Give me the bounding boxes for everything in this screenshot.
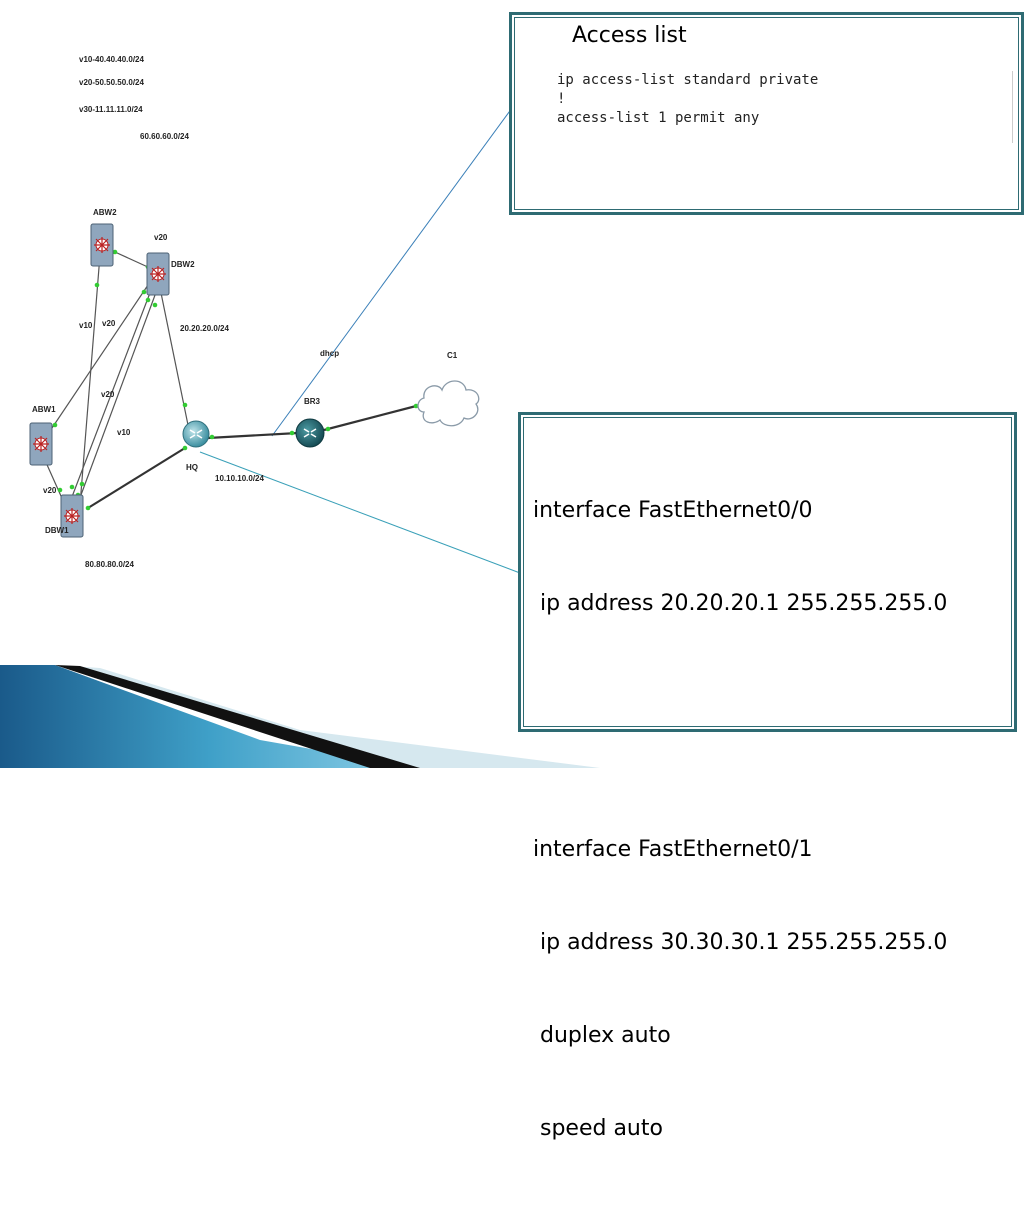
device-label-br3: BR3 [304,397,321,406]
device-label-abw1: ABW1 [32,405,56,414]
iface0-line-1: interface FastEthernet0/0 [533,498,813,523]
router-hq-icon[interactable] [182,420,210,448]
cloud-c1-icon[interactable] [417,380,480,427]
device-label-c1: C1 [447,351,458,360]
vlan-note-3: v30-11.11.11.0/24 [79,105,143,114]
callout-line-acl [271,107,513,437]
iface0-line-2: ip address 20.20.20.1 255.255.255.0 [533,591,948,616]
decorative-band [0,665,600,768]
vlan-note-1: v10-40.40.40.0/24 [79,55,144,64]
interface-config-panel: interface FastEthernet0/0 ip address 20.… [518,412,1017,1141]
callout-line-interface [199,451,521,574]
subnet-top-label: 60.60.60.0/24 [140,132,189,141]
interface-config-text: interface FastEthernet0/0 ip address 20.… [533,433,947,1206]
subnet-label-dbw1: 80.80.80.0/24 [85,560,134,569]
access-list-panel: Access list ip access-list standard priv… [509,12,1024,215]
switch-abw2-icon[interactable] [90,223,114,267]
link-label-dhcp: dhcp [320,349,339,358]
link-label-v20-a: v20 [102,319,116,328]
iface1-line-2: ip address 30.30.30.1 255.255.255.0 [533,930,948,955]
switch-dbw2-icon[interactable] [146,252,170,296]
link-label-v10-b: v10 [117,428,131,437]
acl-line-1: ip access-list standard private [557,72,819,88]
acl-line-3: access-list 1 permit any [557,110,760,126]
access-list-title: Access list [572,23,687,48]
link-label-v20-b: v20 [101,390,115,399]
device-label-hq: HQ [186,463,198,472]
link-label-v20-dbw2: v20 [154,233,168,242]
network-diagram: v10-40.40.40.0/24 v20-50.50.50.0/24 v30-… [0,55,600,768]
network-links [43,251,421,509]
device-label-abw2: ABW2 [93,208,117,217]
link-dots [52,249,419,511]
subnet-label-hq-br3: 10.10.10.0/24 [215,474,264,483]
iface1-line-3: duplex auto [533,1023,671,1048]
switch-abw1-icon[interactable] [29,422,53,466]
spacer [533,681,947,772]
iface1-line-4: speed auto [533,1116,663,1141]
device-label-dbw1: DBW1 [45,526,69,535]
router-br3-icon[interactable] [295,418,325,448]
link-label-v10-a: v10 [79,321,93,330]
device-label-dbw2: DBW2 [171,260,195,269]
iface1-line-1: interface FastEthernet0/1 [533,837,813,862]
subnet-label-dbw2-hq: 20.20.20.0/24 [180,324,229,333]
switch-dbw1-icon[interactable] [60,494,84,538]
acl-line-2: ! [557,91,566,107]
vlan-note-2: v20-50.50.50.0/24 [79,78,144,87]
access-list-code: ip access-list standard private ! access… [557,71,1013,143]
link-label-v20-c: v20 [43,486,57,495]
